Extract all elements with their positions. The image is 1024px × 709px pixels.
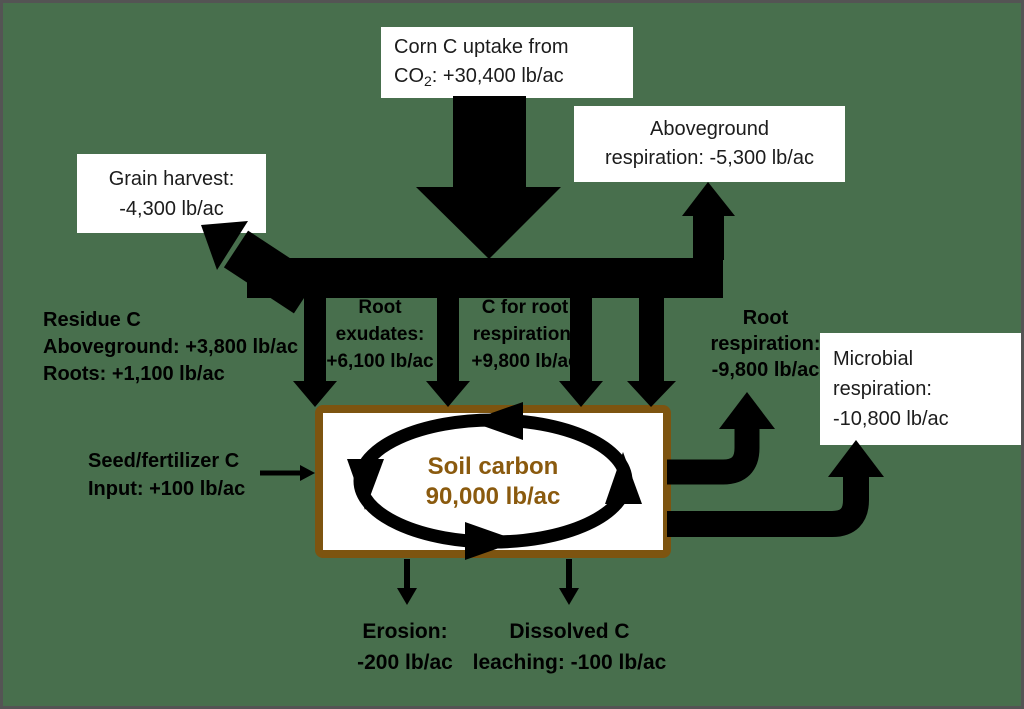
root-exudates-label: Root exudates: +6,100 lb/ac (326, 297, 434, 372)
residue-c-label: Residue C Aboveground: +3,800 lb/ac Root… (43, 309, 299, 385)
root-respiration-label: Root respiration: -9,800 lb/ac (710, 307, 821, 381)
microbial-respiration-box: Microbial respiration: -10,800 lb/ac (820, 333, 1021, 445)
microbial-respiration-line1: Microbial (833, 348, 914, 370)
microbial-respiration-arrow (667, 440, 884, 537)
microbial-respiration-line2: respiration: (833, 378, 932, 400)
aboveground-respiration-arrow (682, 182, 735, 260)
corn-uptake-line2: CO2: +30,400 lb/ac (394, 65, 564, 89)
dissolved-c-leaching-arrow (559, 559, 579, 605)
co2-subscript: 2 (424, 73, 432, 89)
seed-fertilizer-arrow (260, 465, 315, 481)
aboveground-respiration-line2: respiration: -5,300 lb/ac (604, 147, 814, 169)
seed-fertilizer-label: Seed/fertilizer C Input: +100 lb/ac (88, 450, 246, 500)
c-for-root-respiration-label: C for root respiration: +9,800 lb/ac (471, 297, 579, 372)
roots-input-arrow (627, 298, 676, 407)
erosion-arrow (397, 559, 417, 605)
microbial-respiration-line3: -10,800 lb/ac (833, 408, 949, 430)
corn-uptake-box: Corn C uptake from CO2: +30,400 lb/ac (381, 27, 633, 98)
grain-harvest-box: Grain harvest: -4,300 lb/ac (77, 154, 266, 233)
erosion-label: Erosion: -200 lb/ac (357, 620, 453, 674)
aboveground-respiration-box: Aboveground respiration: -5,300 lb/ac (574, 106, 845, 182)
aboveground-respiration-line1: Aboveground (650, 118, 769, 140)
corn-uptake-arrow (416, 96, 561, 259)
root-respiration-arrow (667, 392, 775, 485)
soil-carbon-label: Soil carbon 90,000 lb/ac (425, 452, 561, 510)
trunk-arrow-bar (247, 258, 723, 298)
soil-carbon-box: Soil carbon 90,000 lb/ac (315, 405, 671, 558)
corn-uptake-line1: Corn C uptake from (394, 36, 569, 58)
grain-harvest-line1: Grain harvest: (108, 167, 235, 190)
dissolved-c-leaching-label: Dissolved C leaching: -100 lb/ac (472, 620, 667, 674)
grain-harvest-line2: -4,300 lb/ac (119, 197, 224, 220)
